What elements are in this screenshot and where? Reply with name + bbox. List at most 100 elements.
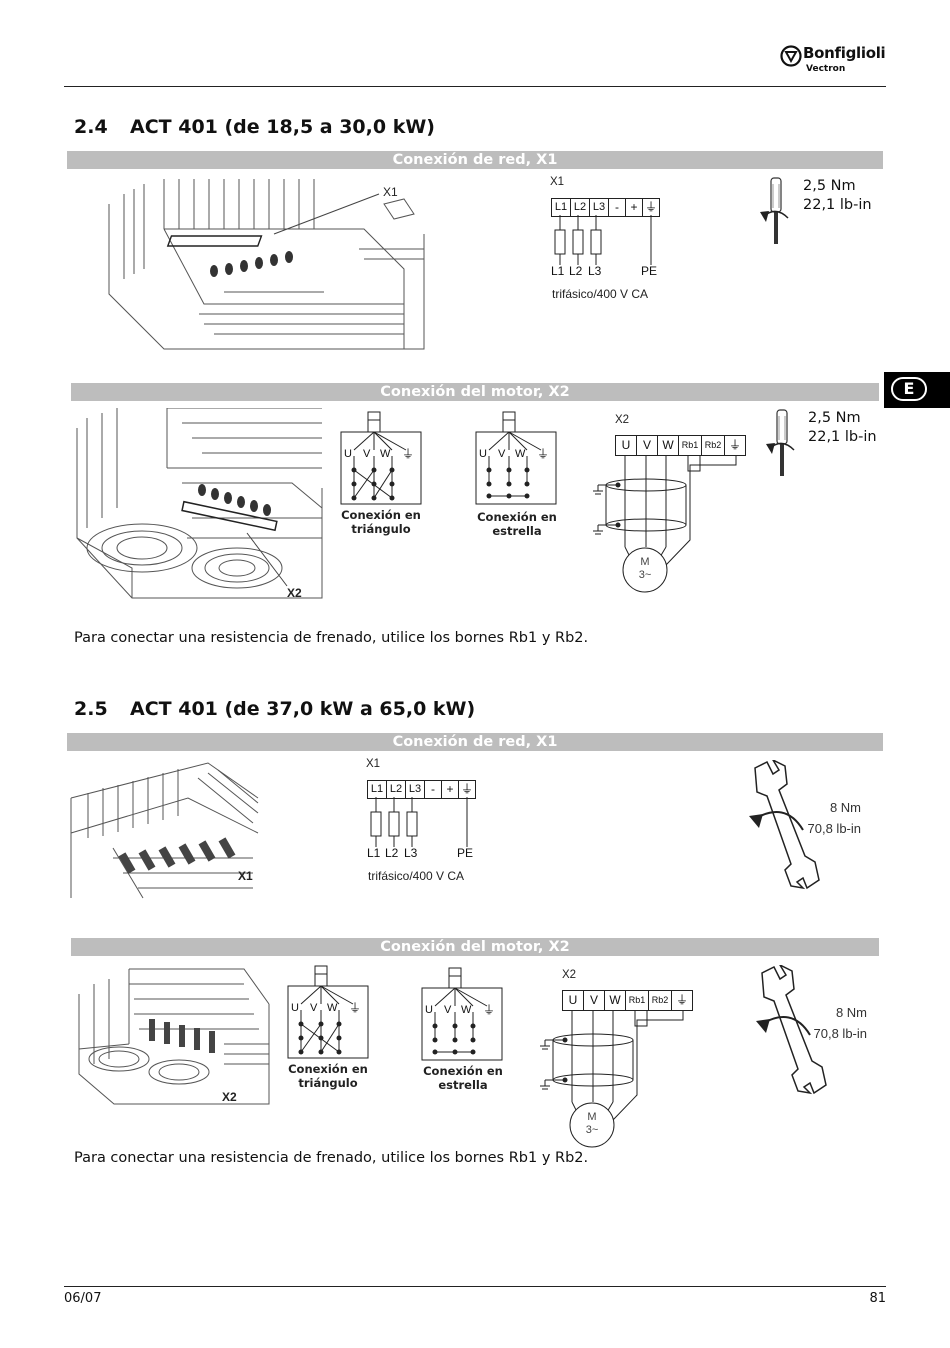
motor-symbol-phase: 3~ (585, 1124, 599, 1136)
x1-terminal: L3 (406, 781, 425, 798)
footer-rule (64, 1286, 886, 1287)
brand-sub-name: Vectron (806, 64, 846, 74)
section-heading: 2.5 ACT 401 (de 37,0 kW a 65,0 kW) (74, 698, 475, 720)
line-label: L2 (385, 846, 399, 860)
torque-nm: 2,5 Nm (803, 178, 856, 194)
caption-line: Conexión en (288, 1062, 368, 1076)
motor-symbol-m: M (640, 556, 650, 568)
delta-connection-diagram: ⏚ (340, 411, 422, 505)
x2-terminal-title: X2 (562, 969, 577, 981)
star-caption: Conexión en estrella (411, 1064, 515, 1092)
x1-terminal: - (609, 199, 626, 216)
torque-lbin: 70,8 lb-in (813, 1026, 867, 1041)
caption-line: Conexión en (341, 508, 421, 522)
torque-nm: 8 Nm (829, 800, 861, 815)
supply-label: trifásico/400 V CA (552, 287, 649, 301)
screwdriver-icon (766, 409, 795, 476)
x2-terminal-title: X2 (615, 414, 630, 426)
torque-lbin: 22,1 lb-in (808, 429, 877, 445)
x2-terminal-ground: ⏚ (675, 993, 688, 1007)
brand-logo-icon (780, 45, 802, 67)
x2-terminal: Rb2 (702, 436, 725, 455)
line-label: L3 (404, 846, 418, 860)
winding-label: U (425, 1004, 433, 1016)
language-tab: E (884, 372, 950, 408)
torque-lbin: 22,1 lb-in (803, 197, 872, 213)
x2-terminal: W (605, 991, 626, 1010)
x2-terminal-ground: ⏚ (728, 438, 741, 452)
motor-connection-bar: Conexión del motor, X2 (71, 383, 879, 401)
x1-terminal-ground: ⏚ (460, 782, 473, 796)
x2-motor-wiring-diagram (540, 1010, 684, 1148)
motor-symbol: M 3~ (572, 1111, 612, 1137)
caption-line: estrella (438, 1078, 488, 1092)
inverter-illustration-x2 (78, 968, 270, 1105)
winding-label: V (363, 448, 371, 460)
winding-label: W (380, 448, 391, 460)
caption-line: Conexión en (477, 510, 557, 524)
x1-wiring-diagram (554, 215, 652, 265)
winding-label: V (444, 1004, 452, 1016)
x2-terminal-block: U V W Rb1 Rb2 ⏚ (562, 990, 693, 1011)
supply-label: trifásico/400 V CA (368, 869, 465, 883)
winding-label: U (344, 448, 352, 460)
x1-terminal: + (442, 781, 459, 798)
x2-callout-label: X2 (222, 1090, 237, 1104)
pe-label: PE (457, 846, 474, 860)
winding-label: V (498, 448, 506, 460)
winding-label: W (515, 448, 526, 460)
torque-lbin: 70,8 lb-in (807, 821, 861, 836)
x1-terminal-ground: ⏚ (644, 200, 657, 214)
winding-label: W (327, 1002, 338, 1014)
line-label: L3 (588, 264, 602, 278)
winding-label: V (310, 1002, 318, 1014)
x1-terminal: L2 (571, 199, 590, 216)
motor-symbol-phase: 3~ (638, 569, 652, 581)
mains-connection-bar: Conexión de red, X1 (67, 151, 883, 169)
torque-nm: 2,5 Nm (808, 410, 861, 426)
svg-text:⏚: ⏚ (349, 1001, 361, 1015)
torque-spec: 8 Nm 70,8 lb-in (797, 797, 861, 839)
x1-terminal-title: X1 (366, 758, 381, 770)
x2-terminal: V (584, 991, 605, 1010)
x1-terminal: L2 (387, 781, 406, 798)
x2-terminal: W (658, 436, 679, 455)
footer-date: 06/07 (64, 1291, 102, 1306)
section-number: 2.4 (74, 116, 108, 138)
page-number: 81 (869, 1291, 886, 1306)
header-rule (64, 86, 886, 87)
pe-label: PE (641, 264, 658, 278)
delta-caption: Conexión en triángulo (330, 508, 432, 536)
x2-motor-wiring-diagram (593, 455, 737, 593)
torque-spec: 2,5 Nm 22,1 lb-in (803, 177, 872, 215)
x1-terminal: L1 (552, 199, 571, 216)
x1-callout-label: X1 (383, 185, 398, 199)
wrench-icon (749, 760, 820, 890)
wrench-icon (756, 965, 827, 1095)
x2-terminal: V (637, 436, 658, 455)
delta-connection-diagram: ⏚ (287, 965, 369, 1059)
x1-terminal-block: L1 L2 L3 - + ⏚ (367, 780, 476, 799)
section-number: 2.5 (74, 698, 108, 720)
inverter-illustration-x1 (108, 179, 425, 350)
x2-terminal: Rb1 (679, 436, 702, 455)
x2-terminal-block: U V W Rb1 Rb2 ⏚ (615, 435, 746, 456)
x1-terminal: + (626, 199, 643, 216)
x2-terminal: U (616, 436, 637, 455)
x1-terminal: L1 (368, 781, 387, 798)
caption-line: estrella (492, 524, 542, 538)
braking-resistor-note: Para conectar una resistencia de frenado… (74, 1150, 589, 1166)
torque-spec: 2,5 Nm 22,1 lb-in (808, 409, 877, 447)
star-connection-diagram: ⏚ (475, 411, 557, 505)
x1-terminal-block: L1 L2 L3 - + ⏚ (551, 198, 660, 217)
section-title: ACT 401 (de 37,0 kW a 65,0 kW) (130, 698, 476, 720)
line-label: L1 (551, 264, 565, 278)
caption-line: triángulo (351, 522, 411, 536)
x2-callout-label: X2 (287, 586, 302, 600)
inverter-illustration-x1 (70, 762, 259, 899)
x1-terminal-title: X1 (550, 176, 565, 188)
brand-name: Bonfiglioli (803, 44, 886, 62)
torque-nm: 8 Nm (835, 1005, 867, 1020)
svg-text:⏚: ⏚ (483, 1003, 495, 1017)
